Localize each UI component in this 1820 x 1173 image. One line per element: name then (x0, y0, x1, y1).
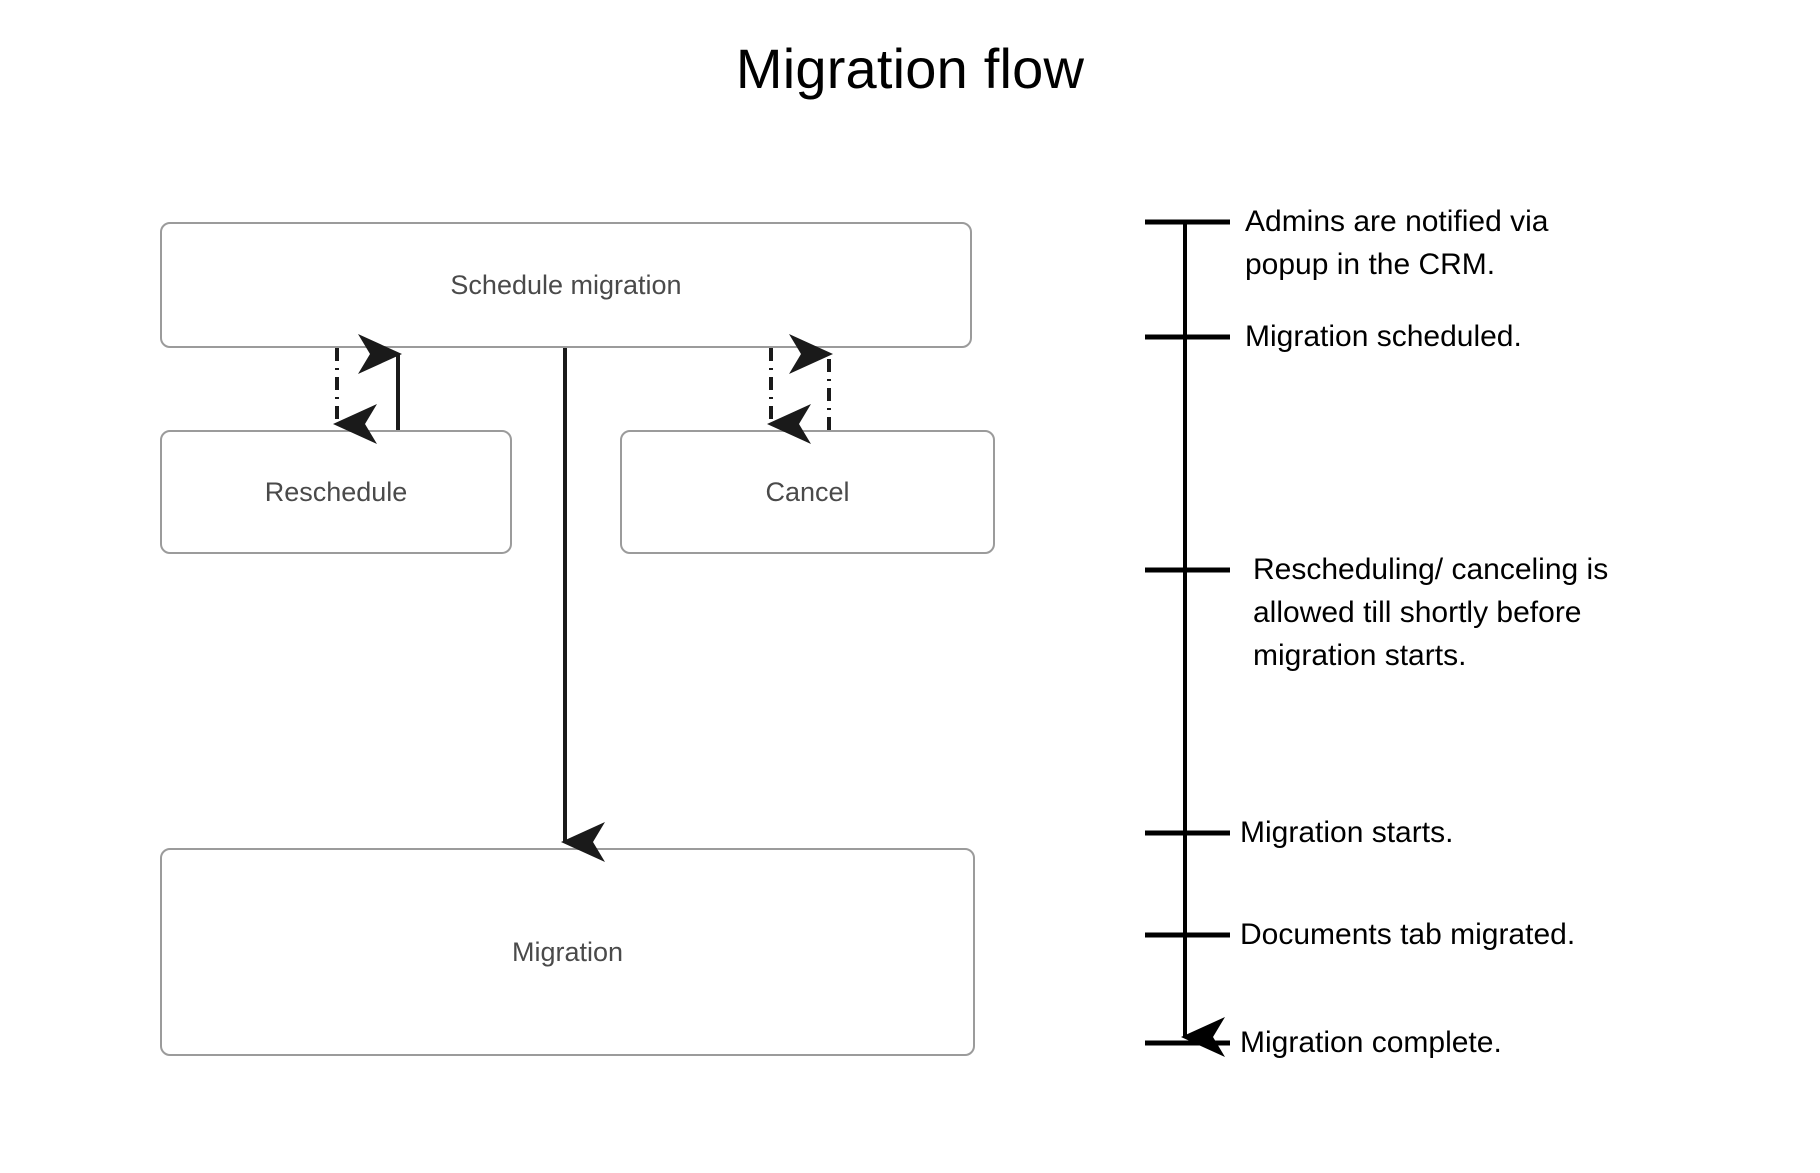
flow-node-cancel[interactable]: Cancel (620, 430, 995, 554)
flow-node-schedule-migration[interactable]: Schedule migration (160, 222, 972, 348)
page-title: Migration flow (735, 37, 1085, 100)
flow-node-label: Cancel (765, 476, 850, 507)
flow-node-label: Schedule migration (450, 269, 682, 300)
timeline-label-reschedule-cancel-window: Rescheduling/ canceling is allowed till … (1253, 553, 1609, 672)
flow-node-reschedule[interactable]: Reschedule (160, 430, 512, 554)
timeline-label-migration-scheduled: Migration scheduled. (1245, 320, 1522, 353)
flow-node-migration[interactable]: Migration (160, 848, 975, 1056)
timeline-label-documents-tab-migrated: Documents tab migrated. (1240, 918, 1576, 951)
timeline-label-migration-starts: Migration starts. (1240, 816, 1454, 849)
timeline-label-migration-complete: Migration complete. (1240, 1026, 1502, 1059)
timeline-label-admins-notified: Admins are notified via popup in the CRM… (1245, 205, 1549, 281)
flow-node-label: Migration (511, 936, 624, 967)
flow-node-label: Reschedule (264, 476, 408, 507)
